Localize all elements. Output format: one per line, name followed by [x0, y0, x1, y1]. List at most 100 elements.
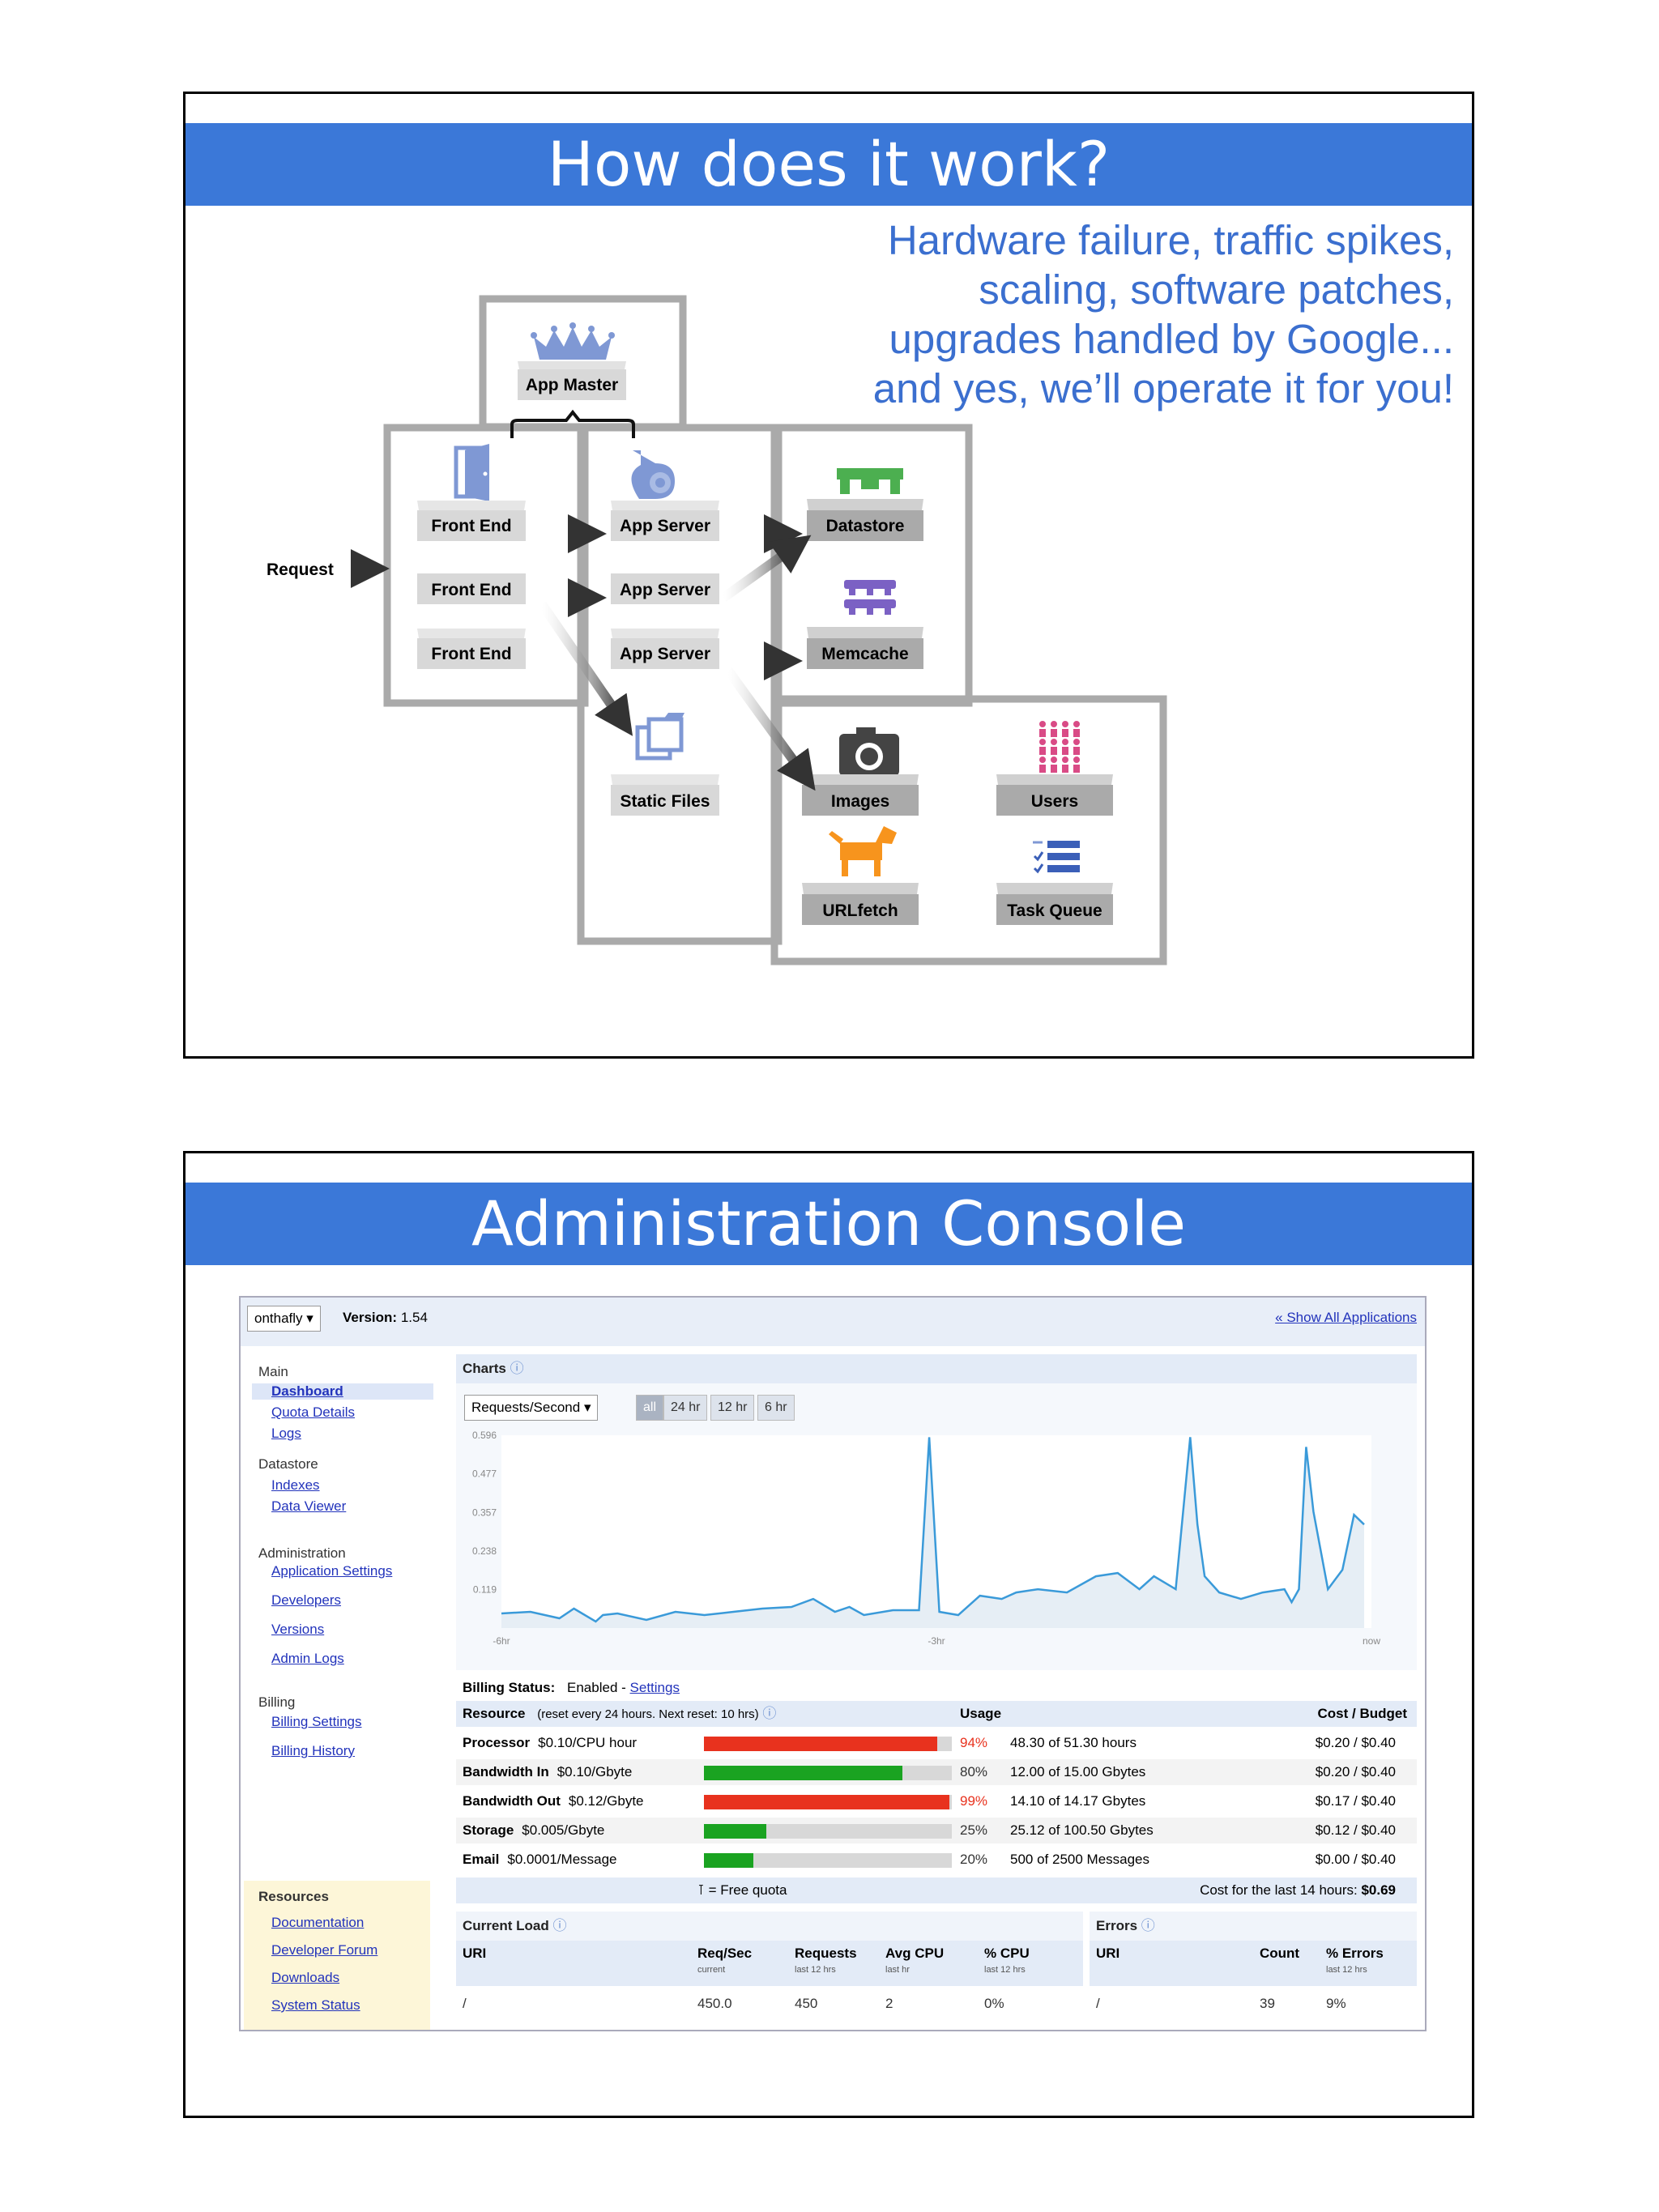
y-tick-label: 0.238	[472, 1545, 497, 1557]
chevron-down-icon: ▾	[584, 1400, 591, 1415]
free-quota-legend: ⊺ = Free quota	[697, 1877, 787, 1903]
usage-value: 14.10 of 14.17 Gbytes	[1010, 1788, 1145, 1814]
billing-header-row: Resource (reset every 24 hours. Next res…	[456, 1701, 1417, 1727]
errors-panel: Errors ⓘ URI Count % Errors last 12 hrs …	[1090, 1912, 1417, 2030]
crown-icon	[531, 322, 615, 360]
range-button-24hr[interactable]: 24 hr	[663, 1395, 707, 1421]
cost-budget: $0.20 / $0.40	[1316, 1730, 1396, 1756]
version-info: Version: 1.54	[343, 1306, 428, 1330]
svg-text:Front End: Front End	[431, 581, 511, 599]
memcache-icon	[844, 580, 896, 615]
resource-name: Storage$0.005/Gbyte	[463, 1818, 604, 1843]
app-server-box: App Server	[611, 501, 719, 541]
nav-link-developer-forum[interactable]: Developer Forum	[271, 1942, 377, 1958]
x-tick-label: now	[1363, 1635, 1380, 1647]
range-button-12hr[interactable]: 12 hr	[710, 1395, 754, 1421]
help-icon[interactable]: ⓘ	[510, 1361, 524, 1376]
urlfetch-label: URLfetch	[822, 901, 898, 920]
help-icon[interactable]: ⓘ	[552, 1918, 566, 1933]
dog-icon	[829, 826, 897, 876]
task-queue-label: Task Queue	[1007, 901, 1102, 920]
range-button-6hr[interactable]: 6 hr	[757, 1395, 795, 1421]
usage-bar	[704, 1737, 952, 1751]
usage-value: 25.12 of 100.50 Gbytes	[1010, 1818, 1154, 1843]
static-files-icon	[638, 713, 684, 758]
billing-footer-row: ⊺ = Free quota Cost for the last 14 hour…	[456, 1877, 1417, 1903]
usage-bar-fill	[704, 1824, 766, 1839]
current-load-heading: Current Load ⓘ	[456, 1912, 1083, 1941]
nav-link-dashboard[interactable]: Dashboard	[252, 1383, 433, 1400]
billing-row: Bandwidth Out$0.12/Gbyte 99% 14.10 of 14.1…	[456, 1788, 1417, 1814]
chevron-down-icon: ▾	[306, 1311, 313, 1326]
memcache-label: Memcache	[821, 645, 908, 663]
nav-section-billing: Billing	[258, 1694, 295, 1711]
front-end-box: Front End	[417, 501, 526, 541]
app-selector[interactable]: onthafly ▾	[247, 1306, 321, 1332]
svg-text:Front End: Front End	[431, 517, 511, 535]
nav-link-system-status[interactable]: System Status	[271, 1997, 360, 2014]
static-files-label: Static Files	[621, 792, 710, 811]
images-label: Images	[831, 792, 889, 811]
datastore-label: Datastore	[826, 517, 905, 535]
usage-bar	[704, 1824, 952, 1839]
usage-bar-fill	[704, 1853, 753, 1868]
resource-name: Bandwidth Out$0.12/Gbyte	[463, 1788, 644, 1814]
cost-budget: $0.20 / $0.40	[1316, 1759, 1396, 1785]
table-row: / 39 9%	[1090, 1991, 1417, 2018]
app-master-label: App Master	[526, 376, 618, 394]
show-all-apps-link[interactable]: « Show All Applications	[1275, 1306, 1417, 1330]
svg-text:App Server: App Server	[620, 517, 710, 535]
nav-section-main: Main	[258, 1364, 288, 1380]
usage-percent: 25%	[960, 1818, 987, 1843]
billing-settings-link[interactable]: Settings	[630, 1680, 680, 1695]
nav-link-billing-history[interactable]: Billing History	[271, 1743, 355, 1759]
nav-link-data-viewer[interactable]: Data Viewer	[271, 1498, 346, 1515]
x-tick-label: -6hr	[493, 1635, 510, 1647]
usage-value: 12.00 of 15.00 Gbytes	[1010, 1759, 1145, 1785]
x-tick-label: -3hr	[928, 1635, 945, 1647]
cost-14-hours: Cost for the last 14 hours: $0.69	[1200, 1877, 1396, 1903]
cost-budget: $0.00 / $0.40	[1316, 1847, 1396, 1873]
billing-panel: Billing Status: Enabled - Settings Resou…	[456, 1673, 1417, 1903]
nav-link-application-settings[interactable]: Application Settings	[271, 1563, 392, 1579]
nav-link-downloads[interactable]: Downloads	[271, 1970, 339, 1986]
nav-link-quota-details[interactable]: Quota Details	[271, 1404, 355, 1421]
chart-metric-dropdown[interactable]: Requests/Second ▾	[464, 1395, 598, 1421]
nav-link-billing-settings[interactable]: Billing Settings	[271, 1714, 362, 1730]
resource-name: Email$0.0001/Message	[463, 1847, 617, 1873]
front-end-box: Front End	[417, 629, 526, 669]
nav-link-versions[interactable]: Versions	[271, 1622, 324, 1638]
nav-link-developers[interactable]: Developers	[271, 1592, 341, 1609]
errors-heading: Errors ⓘ	[1090, 1912, 1417, 1941]
task-queue-icon	[1033, 841, 1080, 872]
nav-link-logs[interactable]: Logs	[271, 1426, 301, 1442]
usage-percent: 20%	[960, 1847, 987, 1873]
resource-name: Bandwidth In$0.10/Gbyte	[463, 1759, 632, 1785]
usage-percent: 99%	[960, 1788, 987, 1814]
usage-value: 500 of 2500 Messages	[1010, 1847, 1149, 1873]
y-tick-label: 0.119	[473, 1583, 497, 1595]
usage-bar-fill	[704, 1766, 902, 1780]
help-icon[interactable]: ⓘ	[1141, 1918, 1155, 1933]
nav-link-indexes[interactable]: Indexes	[271, 1477, 320, 1494]
charts-panel: Charts ⓘ Requests/Second ▾ all 24 hr 12 …	[456, 1354, 1417, 1670]
slide-how-it-works: How does it work? Hardware failure, traf…	[183, 92, 1474, 1059]
console-topbar: onthafly ▾ Version: 1.54 « Show All Appl…	[241, 1298, 1425, 1346]
usage-value: 48.30 of 51.30 hours	[1010, 1730, 1137, 1756]
cost-budget: $0.12 / $0.40	[1316, 1818, 1396, 1843]
cost-budget: $0.17 / $0.40	[1316, 1788, 1396, 1814]
app-server-box: App Server	[611, 573, 719, 604]
front-end-box: Front End	[417, 573, 526, 604]
current-load-panel: Current Load ⓘ URI Req/Sec current Reque…	[456, 1912, 1083, 2030]
nav-link-admin-logs[interactable]: Admin Logs	[271, 1651, 344, 1667]
usage-bar	[704, 1853, 952, 1868]
current-load-header: URI Req/Sec current Requests last 12 hrs…	[456, 1941, 1083, 1986]
resource-name: Processor$0.10/CPU hour	[463, 1730, 637, 1756]
app-server-icon	[631, 450, 675, 499]
nav-link-documentation[interactable]: Documentation	[271, 1915, 364, 1931]
billing-row: Email$0.0001/Message 20% 500 of 2500 Messa…	[456, 1847, 1417, 1873]
help-icon[interactable]: ⓘ	[762, 1706, 776, 1721]
range-button-all[interactable]: all	[636, 1395, 663, 1421]
flow-arrow	[728, 671, 801, 771]
